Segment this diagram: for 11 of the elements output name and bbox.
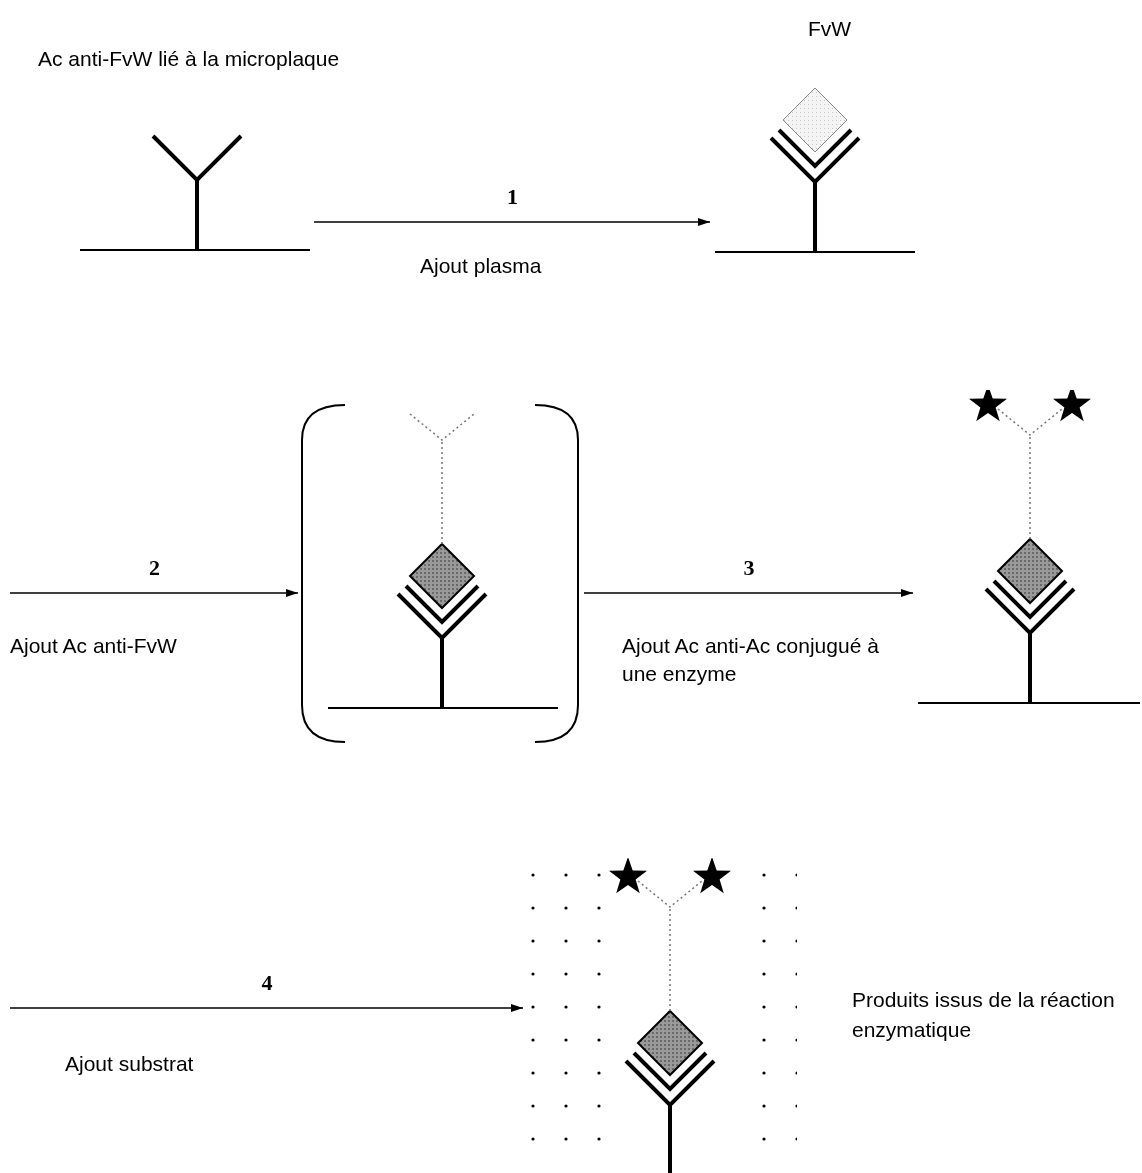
arrow [583,589,914,597]
node-label: Produits issus de la réaction enzymatique [852,987,1116,1043]
step-description: Ajout plasma [420,253,542,279]
arrow [9,1004,524,1012]
node-label: Ac anti-FvW lié à la microplaque [38,46,340,72]
step-description: Ajout substrat [65,1051,194,1077]
arrow [313,218,711,226]
step-description: Ajout Ac anti-Ac conjugué à une enzyme [622,633,880,687]
arrow [9,589,299,597]
node-label: FvW [808,16,852,42]
step-description: Ajout Ac anti-FvW [10,633,177,659]
